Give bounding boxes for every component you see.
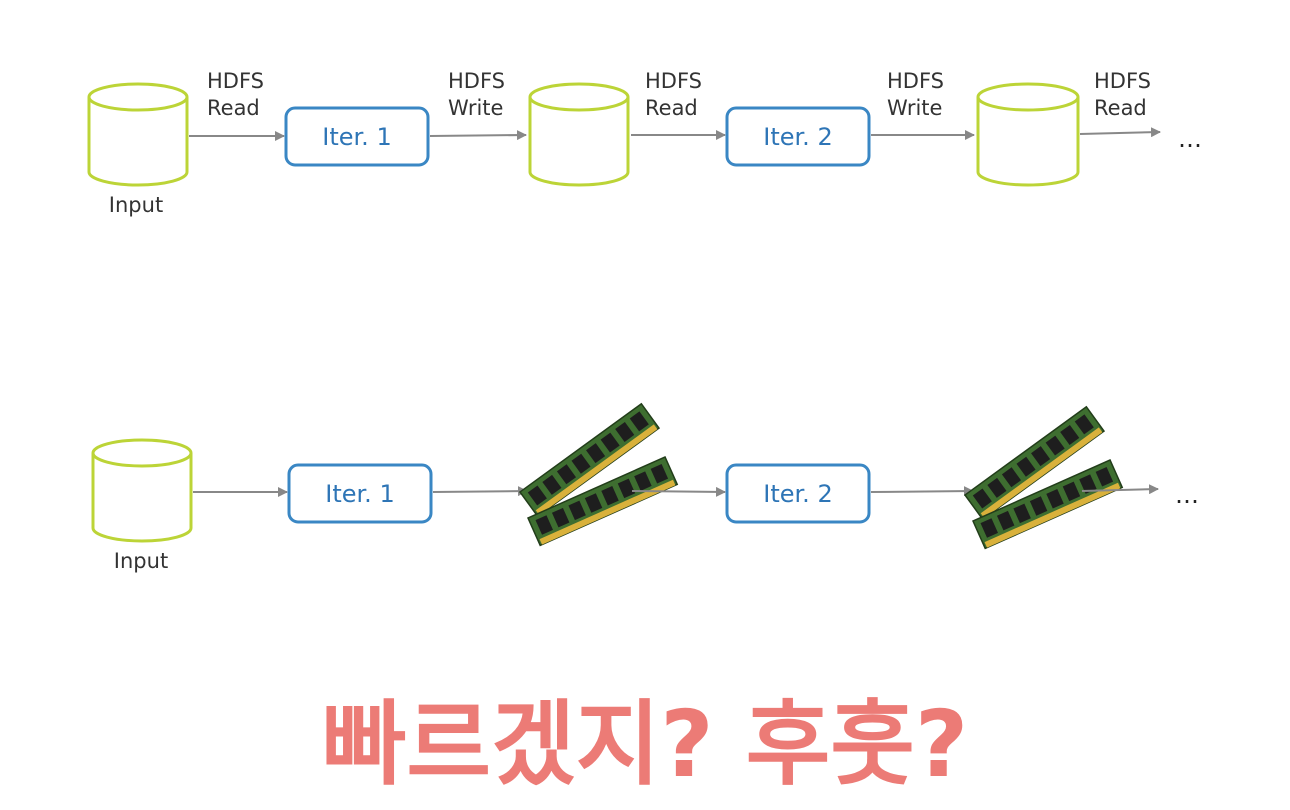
bottom-arrow-3 (631, 486, 726, 497)
top-edge-4-line1: HDFS (887, 69, 944, 93)
top-cylinder-3 (976, 82, 1080, 187)
top-edge-3-line1: HDFS (645, 69, 702, 93)
ram-memory-icon-1 (519, 403, 678, 547)
ram-memory-icon-2 (964, 406, 1123, 550)
bottom-iter-2-box (725, 463, 871, 524)
bottom-iter-1-label: Iter. 1 (325, 480, 394, 508)
top-iter-1-box (284, 106, 430, 167)
bottom-input-label: Input (114, 549, 168, 573)
bottom-iter-2-label: Iter. 2 (763, 480, 832, 508)
bottom-ellipsis: … (1175, 481, 1199, 509)
top-input-cylinder (87, 82, 189, 187)
top-edge-1-line2: Read (207, 96, 260, 120)
top-edge-2-line2: Write (448, 96, 503, 120)
top-ellipsis: … (1178, 125, 1202, 153)
top-iter-1-label: Iter. 1 (322, 123, 391, 151)
bottom-arrow-5 (1081, 484, 1159, 495)
top-arrow-5 (1079, 127, 1161, 138)
bottom-arrow-2 (432, 486, 528, 497)
top-edge-1-line1: HDFS (207, 69, 264, 93)
bottom-arrow-4 (870, 486, 974, 497)
top-cylinder-2 (528, 82, 630, 187)
caption-text: 빠르겠지? 후훗? (321, 691, 969, 798)
bottom-iter-1-box (287, 463, 433, 524)
top-iter-2-label: Iter. 2 (763, 123, 832, 151)
top-edge-5-line2: Read (1094, 96, 1147, 120)
top-iter-2-box (725, 106, 871, 167)
dataflow-diagram: Input HDFS Read Iter. 1 HDFS Write HDFS … (87, 69, 1202, 573)
top-arrow-2 (429, 130, 527, 141)
top-edge-5-line1: HDFS (1094, 69, 1151, 93)
top-input-label: Input (109, 193, 163, 217)
bottom-input-cylinder (91, 438, 193, 543)
top-edge-3-line2: Read (645, 96, 698, 120)
top-edge-2-line1: HDFS (448, 69, 505, 93)
top-edge-4-line2: Write (887, 96, 942, 120)
